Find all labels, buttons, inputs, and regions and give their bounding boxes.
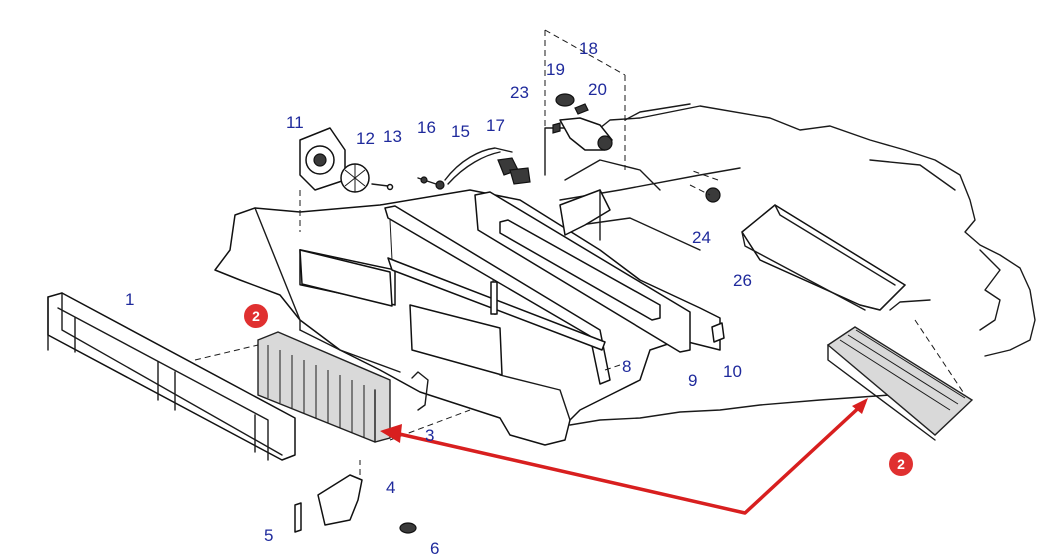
mounting-bracket [294, 460, 417, 534]
label-24: 24 [692, 228, 711, 247]
badge-left-number: 2 [252, 308, 260, 324]
gasket-strips [384, 205, 611, 385]
label-11: 11 [286, 113, 304, 132]
knob [689, 184, 721, 203]
label-3: 3 [425, 426, 434, 445]
label-15: 15 [451, 122, 470, 141]
label-18: 18 [579, 39, 598, 58]
label-19: 19 [546, 60, 565, 79]
label-5: 5 [264, 526, 273, 545]
label-4: 4 [386, 478, 395, 497]
label-9: 9 [688, 371, 697, 390]
label-10: 10 [723, 362, 742, 381]
label-6: 6 [430, 539, 439, 558]
label-20: 20 [588, 80, 607, 99]
clip-3 [411, 371, 429, 411]
label-23: 23 [510, 83, 529, 102]
control-mechanism [544, 29, 661, 241]
slotted-plate [474, 191, 701, 353]
red-callout-arrow [380, 398, 868, 515]
label-26: 26 [733, 271, 752, 290]
label-13: 13 [383, 127, 402, 146]
cabin-filter-left [257, 331, 391, 443]
blower-fan [299, 127, 394, 232]
label-1: 1 [125, 290, 134, 309]
cabin-filter-right [826, 326, 974, 441]
callout-badge-left: 2 [244, 304, 268, 328]
cable-harness [417, 147, 531, 190]
bracket-10 [711, 322, 725, 343]
air-duct-tray [741, 204, 906, 311]
label-17: 17 [486, 116, 505, 135]
callout-badge-right: 2 [889, 452, 913, 476]
label-16: 16 [417, 118, 436, 137]
label-12: 12 [356, 129, 375, 148]
label-8: 8 [622, 357, 631, 376]
badge-right-number: 2 [897, 456, 905, 472]
filter-frame [47, 292, 296, 461]
part-labels: 1 3 4 5 6 8 9 10 11 12 13 15 16 17 18 19… [125, 39, 752, 558]
